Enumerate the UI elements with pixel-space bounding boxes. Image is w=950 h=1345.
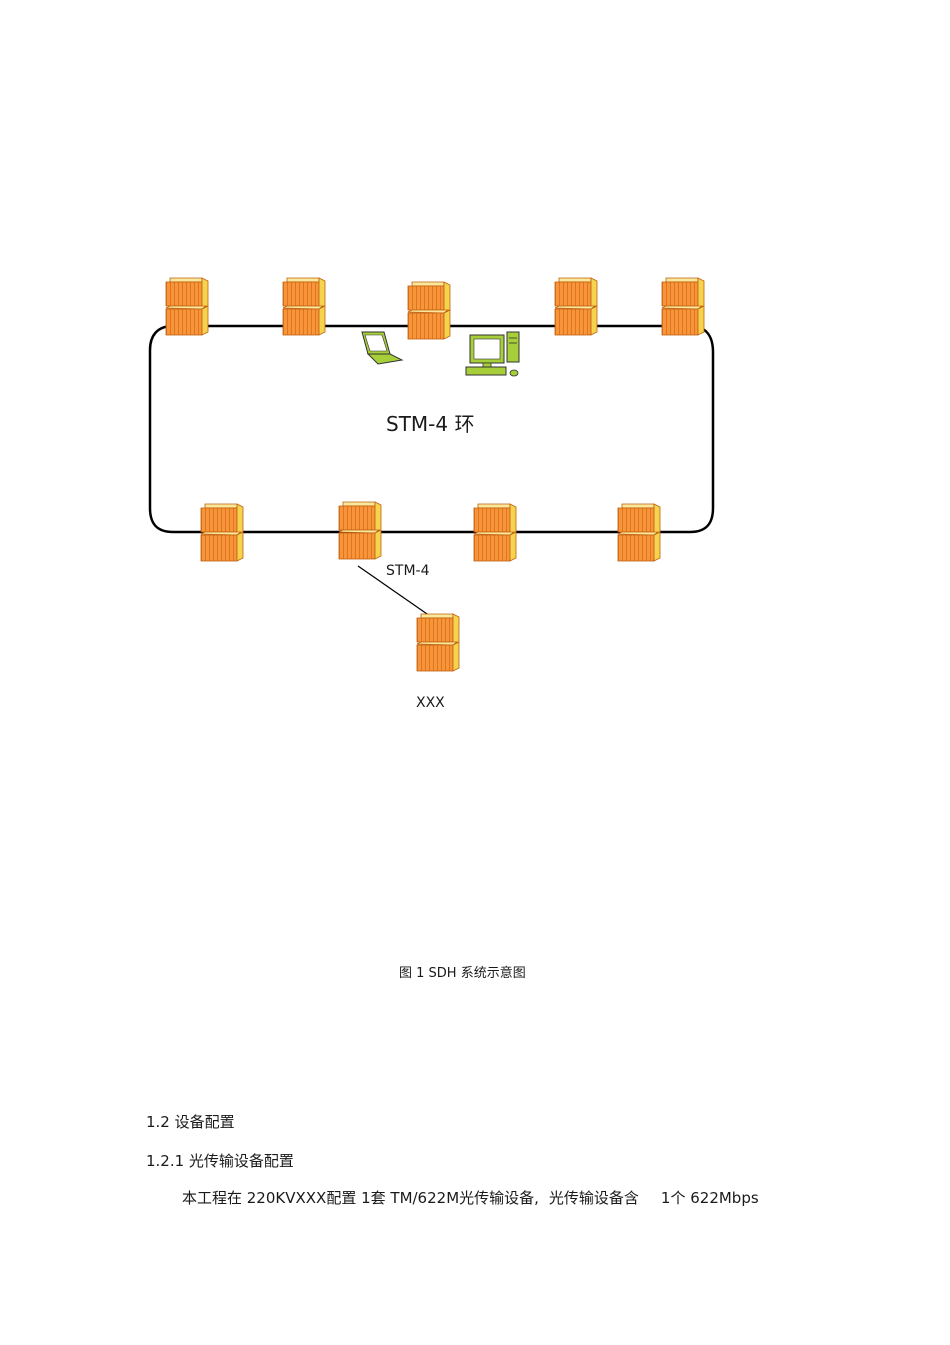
body-paragraph: 本工程在 220KVXXX配置 1套 TM/622M光传输设备, 光传输设备含 1个… bbox=[182, 1187, 759, 1208]
ring-label: STM-4 环 bbox=[386, 412, 475, 436]
sdh-node-icon bbox=[200, 503, 244, 562]
sdh-node-icon bbox=[554, 277, 598, 336]
paragraph-part: 1个 622Mbps bbox=[660, 1189, 759, 1207]
sdh-network-diagram bbox=[148, 277, 715, 672]
sdh-node-icon bbox=[338, 501, 382, 560]
desktop-computer-icon bbox=[465, 331, 520, 377]
sdh-node-icon bbox=[617, 503, 661, 562]
subsection-heading: 1.2.1 光传输设备配置 bbox=[146, 1152, 294, 1170]
site-label: XXX bbox=[416, 695, 445, 711]
sdh-node-icon bbox=[661, 277, 705, 336]
paragraph-part: 本工程在 220KVXXX配置 1套 TM/622M光传输设备, bbox=[182, 1189, 539, 1207]
sdh-node-icon bbox=[282, 277, 326, 336]
sdh-node-icon bbox=[165, 277, 209, 336]
figure-caption: 图 1 SDH 系统示意图 bbox=[399, 966, 526, 981]
laptop-icon bbox=[361, 331, 404, 365]
spur-link-line bbox=[357, 565, 431, 617]
sdh-node-icon bbox=[473, 503, 517, 562]
section-heading: 1.2 设备配置 bbox=[146, 1113, 235, 1131]
sdh-node-icon bbox=[407, 281, 451, 340]
link-label: STM-4 bbox=[386, 563, 430, 579]
sdh-node-icon bbox=[416, 613, 460, 672]
paragraph-part: 光传输设备含 bbox=[548, 1189, 639, 1207]
ring-line bbox=[148, 324, 715, 534]
